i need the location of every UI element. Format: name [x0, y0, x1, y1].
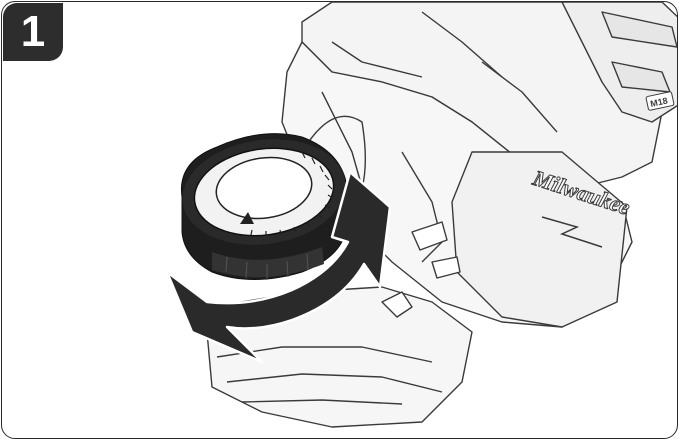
step-number-badge: 1	[3, 3, 63, 61]
battery-label: M18	[645, 91, 675, 111]
bolt-icon	[541, 216, 603, 248]
rotation-arrow-icon	[165, 170, 392, 364]
power-tool-body	[206, 2, 677, 428]
svg-text:M18: M18	[649, 96, 668, 109]
depth-adjustment-knob	[180, 133, 348, 280]
